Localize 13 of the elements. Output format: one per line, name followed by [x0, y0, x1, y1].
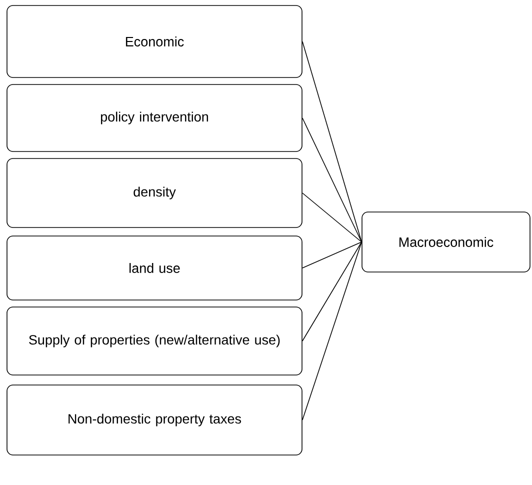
connector-line [302, 242, 362, 342]
connector-line [302, 192, 362, 242]
text-box: Economic [6, 5, 302, 78]
text-box: policy intervention [6, 84, 302, 152]
connector-line [302, 242, 362, 420]
text-box: density [6, 158, 302, 228]
text-box: land use [6, 236, 302, 300]
text-box: Non-domestic property taxes [6, 384, 302, 456]
connector-line [302, 242, 362, 268]
text-box: Supply of properties (new/alternative use) [6, 306, 302, 376]
connector-line [302, 41, 362, 242]
connector-line [302, 118, 362, 242]
text-box: Macroeconomic [362, 212, 530, 272]
